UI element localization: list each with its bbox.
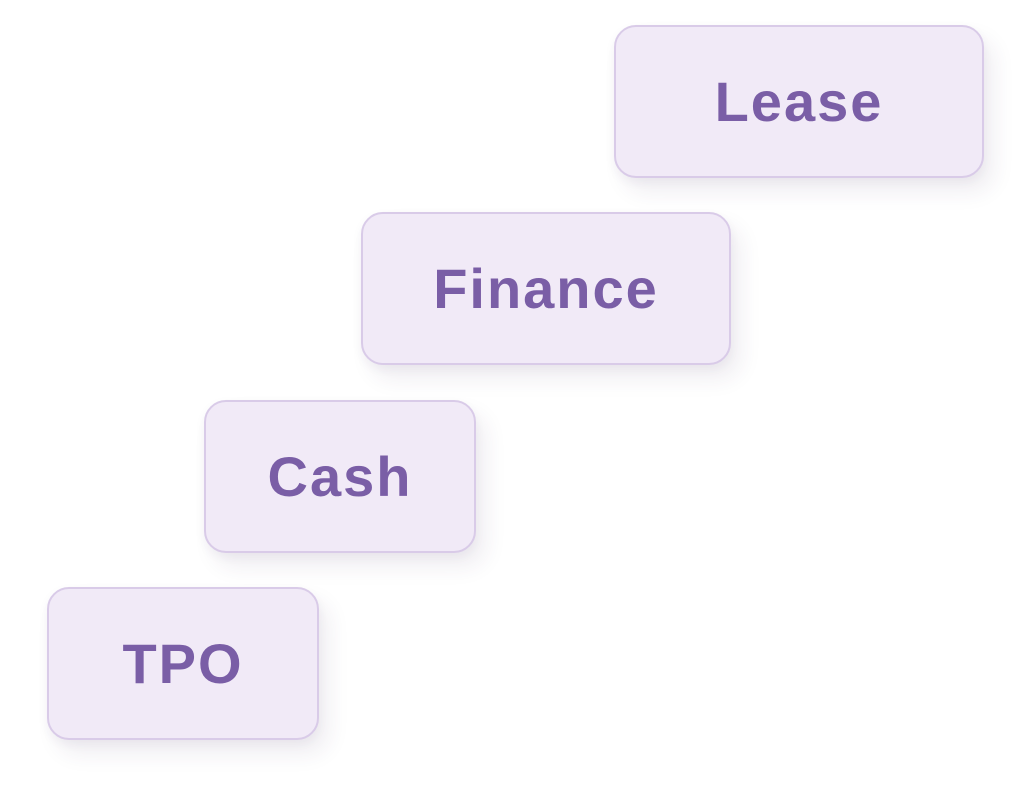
step-finance-label: Finance (433, 257, 659, 320)
step-lease-box: Lease (614, 25, 984, 178)
step-lease-label: Lease (714, 70, 884, 133)
step-cash-label: Cash (267, 445, 413, 508)
step-tpo-label: TPO (122, 632, 244, 695)
step-cash-box: Cash (204, 400, 476, 553)
step-tpo-box: TPO (47, 587, 319, 740)
step-finance-box: Finance (361, 212, 731, 365)
